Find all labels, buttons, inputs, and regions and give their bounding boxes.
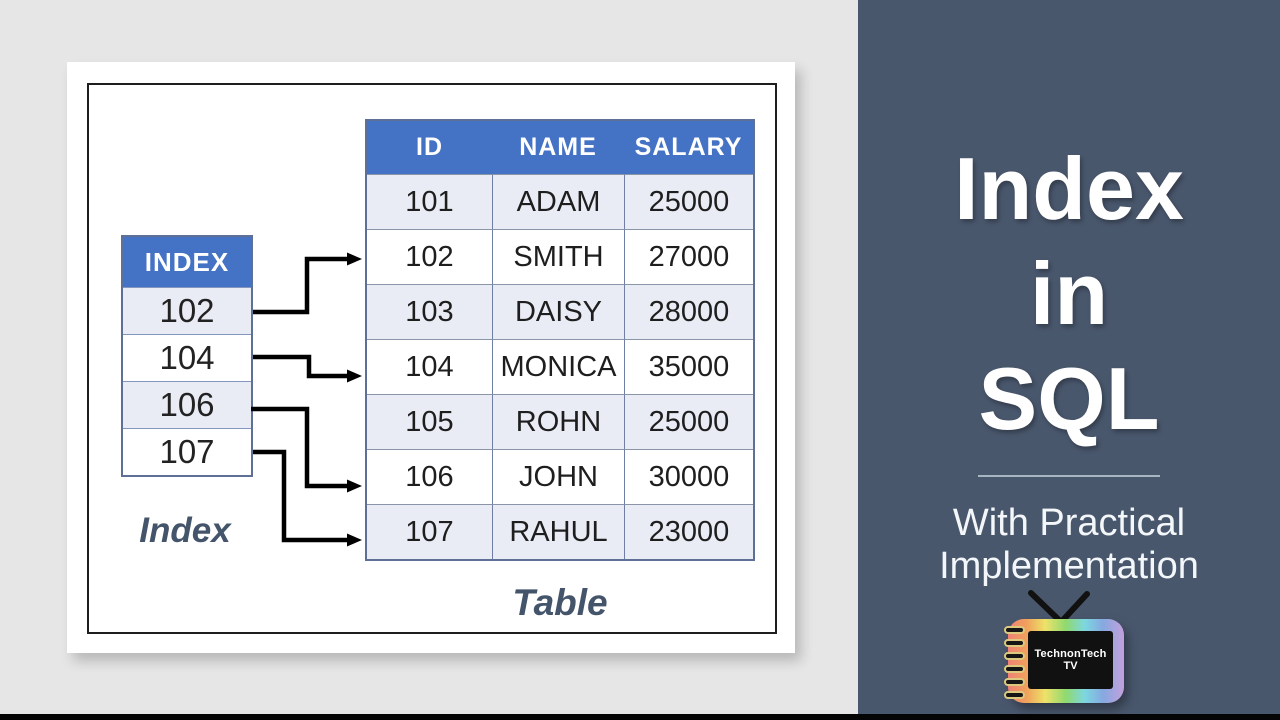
cell-name: ADAM [492, 174, 624, 229]
cell-name: MONICA [492, 339, 624, 394]
cell-id: 105 [367, 394, 492, 449]
cell-name: RAHUL [492, 504, 624, 559]
index-arrow-106 [251, 406, 362, 493]
tv-knob [1004, 639, 1025, 647]
bottom-letterbox-bar [0, 714, 1280, 720]
cell-name: DAISY [492, 284, 624, 339]
title-line-1: Index [954, 139, 1184, 238]
index-value: 106 [123, 381, 251, 428]
subtitle-line-2: Implementation [939, 545, 1199, 587]
tv-screen: TechnonTech TV [1028, 631, 1113, 689]
tv-antenna-icon [1028, 590, 1090, 622]
index-value: 107 [123, 428, 251, 475]
data-table: ID NAME SALARY 101 ADAM 25000 102 SMITH … [365, 119, 755, 561]
logo-text: TechnonTech [1034, 648, 1107, 660]
cell-salary: 27000 [624, 229, 753, 284]
index-value: 104 [123, 334, 251, 381]
cell-salary: 25000 [624, 174, 753, 229]
page-title: Index in SQL [858, 136, 1280, 451]
title-divider [978, 475, 1160, 477]
logo-text-tv: TV [1063, 660, 1078, 672]
subtitle-line-1: With Practical [952, 502, 1186, 544]
cell-id: 104 [367, 339, 492, 394]
cell-salary: 30000 [624, 449, 753, 504]
subtitle: With Practical Implementation [858, 502, 1280, 588]
title-panel: Index in SQL With Practical Implementati… [858, 0, 1280, 720]
index-table-header: INDEX [123, 237, 251, 287]
index-arrow-107 [253, 449, 362, 547]
cell-salary: 25000 [624, 394, 753, 449]
tv-knob [1004, 691, 1025, 699]
tv-knob [1004, 665, 1025, 673]
cell-salary: 23000 [624, 504, 753, 559]
cell-id: 101 [367, 174, 492, 229]
tv-knob [1004, 626, 1025, 634]
arrows-layer [251, 252, 362, 547]
column-header-id: ID [367, 121, 492, 174]
cell-name: JOHN [492, 449, 624, 504]
cell-name: ROHN [492, 394, 624, 449]
index-arrow-104 [253, 354, 362, 383]
cell-id: 102 [367, 229, 492, 284]
tv-body: TechnonTech TV [1008, 619, 1124, 703]
cell-name: SMITH [492, 229, 624, 284]
tv-knob [1004, 652, 1025, 660]
title-line-3: SQL [978, 349, 1160, 448]
index-table: INDEX 102 104 106 107 [121, 235, 253, 477]
index-value: 102 [123, 287, 251, 334]
tv-knob [1004, 678, 1025, 686]
index-arrow-102 [253, 252, 362, 315]
tv-logo: TechnonTech TV [1000, 588, 1140, 708]
title-line-2: in [1029, 244, 1109, 343]
cell-salary: 35000 [624, 339, 753, 394]
cell-id: 106 [367, 449, 492, 504]
cell-salary: 28000 [624, 284, 753, 339]
table-caption: Table [512, 582, 608, 623]
column-header-salary: SALARY [624, 121, 753, 174]
column-header-name: NAME [492, 121, 624, 174]
index-caption: Index [139, 511, 231, 550]
cell-id: 107 [367, 504, 492, 559]
cell-id: 103 [367, 284, 492, 339]
